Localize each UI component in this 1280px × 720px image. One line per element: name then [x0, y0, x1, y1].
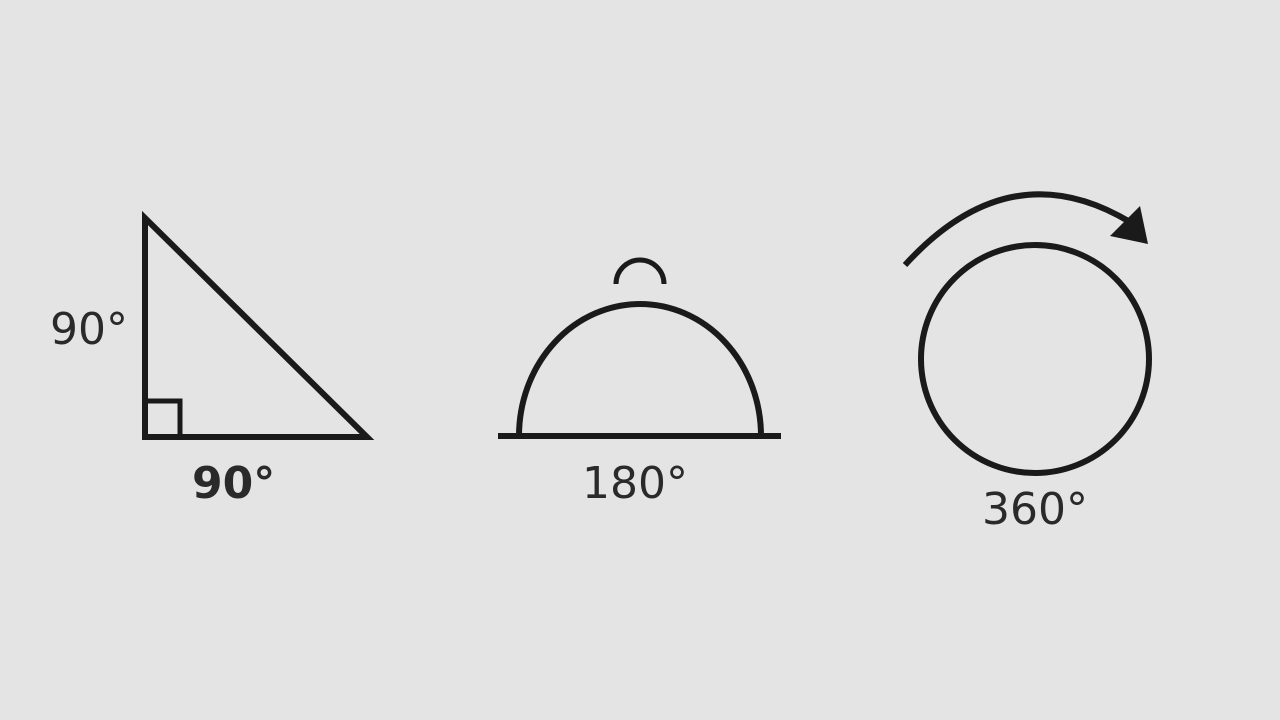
- full-circle: [918, 242, 1152, 476]
- triangle-base-label: 90°: [192, 458, 276, 509]
- cloche-handle: [613, 257, 667, 285]
- rotation-arc: [902, 191, 1132, 268]
- full-rotation: [902, 191, 1152, 476]
- cloche: [498, 257, 781, 439]
- rotation-arrowhead-icon: [1110, 206, 1148, 244]
- triangle-side-label: 90°: [50, 304, 128, 355]
- triangle-outline: [142, 210, 375, 440]
- circle-label: 360°: [982, 484, 1088, 535]
- right-triangle: [142, 210, 375, 440]
- cloche-dome: [516, 301, 764, 437]
- cloche-label: 180°: [582, 458, 688, 509]
- right-angle-marker: [142, 398, 183, 440]
